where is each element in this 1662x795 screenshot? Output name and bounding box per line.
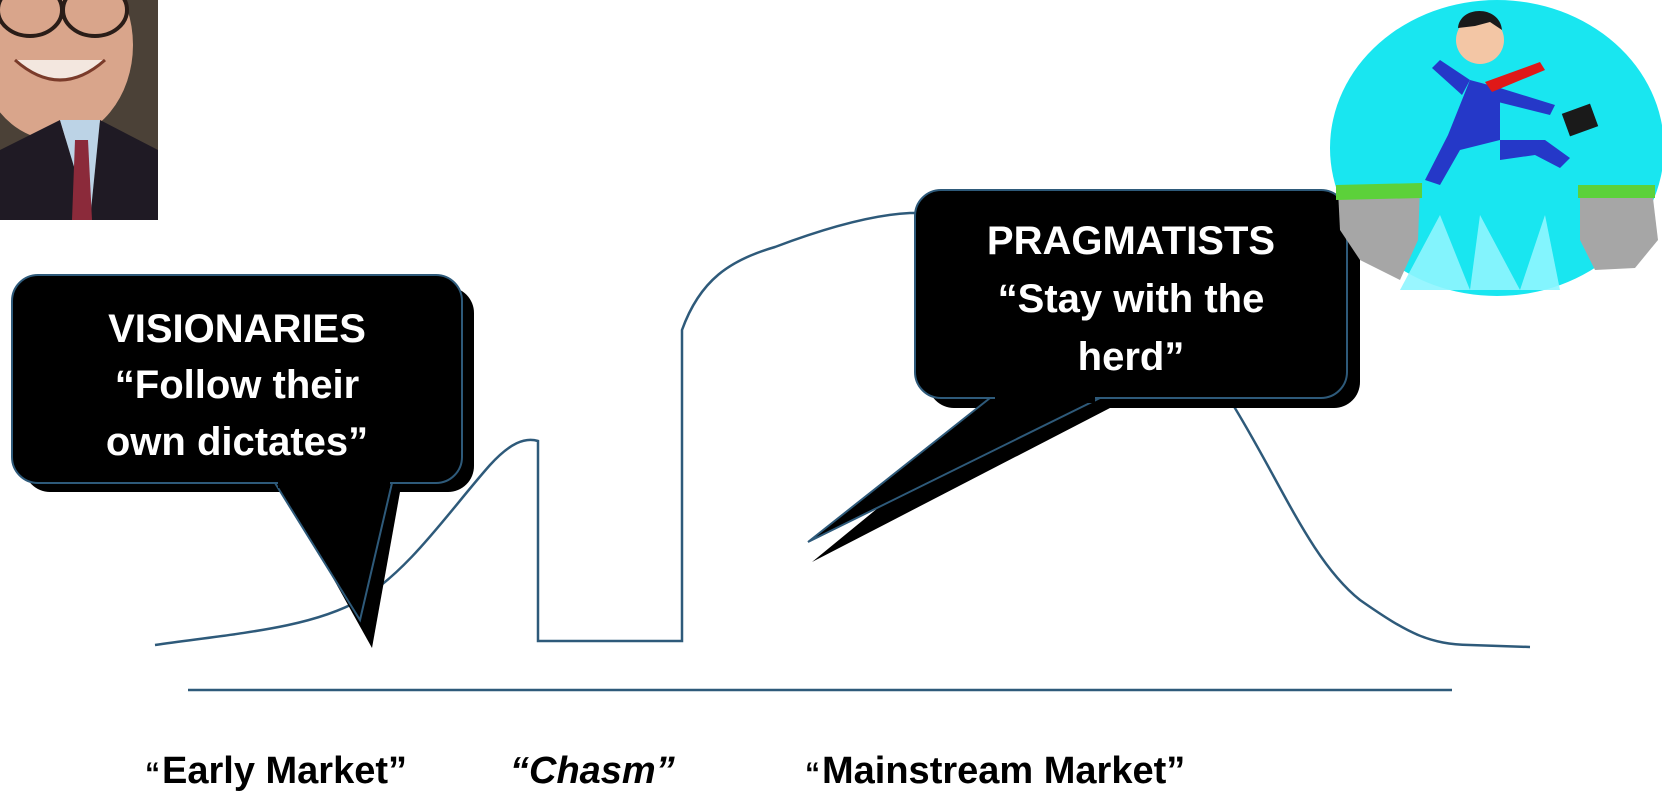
early-market-label: “Early Market”: [145, 750, 407, 792]
mainstream-market-label: “Mainstream Market”: [805, 750, 1185, 792]
visionaries-title: VISIONARIES: [108, 307, 366, 351]
visionaries-quote-line2: own dictates”: [106, 420, 368, 464]
chasm-label: “Chasm”: [510, 750, 675, 792]
portrait-photo: [0, 0, 158, 220]
mainstream-market-open-quote: “: [805, 757, 820, 790]
visionaries-bubble: VISIONARIES “Follow their own dictates”: [11, 274, 474, 648]
pragmatists-quote-line2: herd”: [1078, 335, 1185, 379]
mainstream-market-text: Mainstream Market”: [822, 750, 1185, 792]
adoption-curve: [154, 211, 1531, 649]
pragmatists-title: PRAGMATISTS: [987, 219, 1275, 263]
pragmatists-bubble: PRAGMATISTS “Stay with the herd”: [807, 189, 1360, 562]
early-market-text: Early Market”: [162, 750, 407, 792]
visionaries-quote-line1: “Follow their: [115, 363, 359, 407]
businessman-leaping-chasm-clipart: [1330, 0, 1662, 296]
pragmatists-quote-line1: “Stay with the: [998, 277, 1265, 321]
early-market-open-quote: “: [145, 757, 160, 790]
